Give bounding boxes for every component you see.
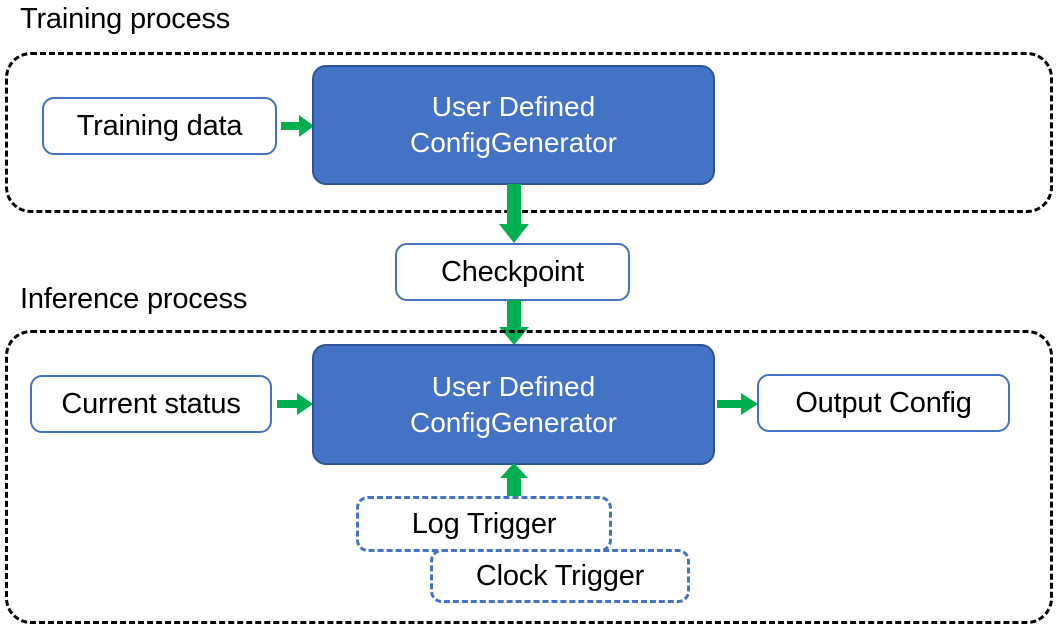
node-log-trigger[interactable]: Log Trigger xyxy=(356,496,612,552)
node-log-trigger-label: Log Trigger xyxy=(411,507,557,540)
inference-process-title: Inference process xyxy=(20,283,248,315)
arrow-training-generator-to-checkpoint xyxy=(496,184,532,244)
node-clock-trigger-label: Clock Trigger xyxy=(475,559,645,592)
node-inference-config-generator-line1: User Defined xyxy=(431,370,596,402)
node-training-data-label: Training data xyxy=(76,109,243,142)
node-training-config-generator-line1: User Defined xyxy=(431,91,596,123)
arrow-checkpoint-to-inference-generator xyxy=(496,300,532,346)
arrow-current-status-to-generator xyxy=(277,390,314,418)
node-output-config-label: Output Config xyxy=(795,386,972,419)
node-checkpoint[interactable]: Checkpoint xyxy=(395,243,630,301)
node-clock-trigger[interactable]: Clock Trigger xyxy=(430,549,690,603)
inference-process-group xyxy=(5,330,1053,624)
node-training-data[interactable]: Training data xyxy=(42,97,277,155)
training-process-group xyxy=(5,52,1053,213)
arrow-training-data-to-generator xyxy=(281,112,315,140)
arrow-generator-to-output-config xyxy=(717,390,759,418)
node-training-config-generator-line2: ConfigGenerator xyxy=(409,127,617,158)
node-checkpoint-label: Checkpoint xyxy=(440,255,585,288)
arrow-triggers-to-generator xyxy=(497,463,531,499)
node-inference-config-generator-line2: ConfigGenerator xyxy=(409,406,617,438)
node-inference-config-generator[interactable]: User Defined ConfigGenerator xyxy=(312,344,715,465)
node-current-status-label: Current status xyxy=(61,387,241,420)
node-output-config[interactable]: Output Config xyxy=(757,374,1010,432)
node-current-status[interactable]: Current status xyxy=(30,375,272,433)
training-process-title: Training process xyxy=(20,3,231,35)
node-training-config-generator[interactable]: User Defined ConfigGenerator xyxy=(312,65,715,185)
